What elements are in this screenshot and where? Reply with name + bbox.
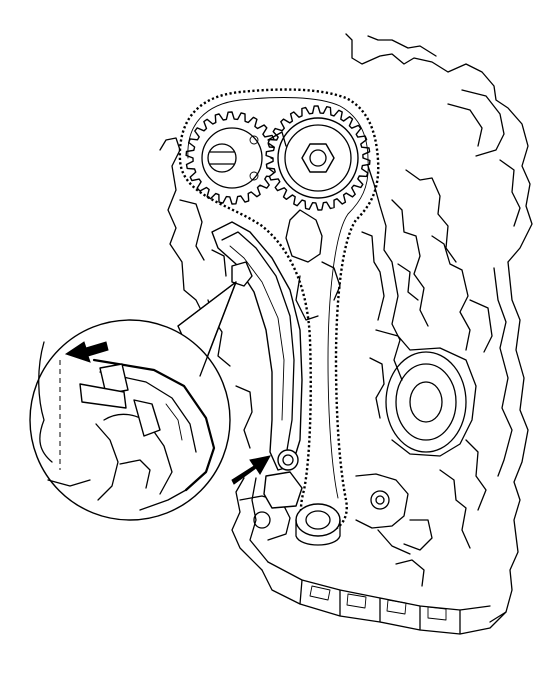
crankshaft-sprocket (295, 503, 341, 546)
direction-arrow-icon (64, 341, 109, 363)
direction-arrow-icon (231, 455, 271, 485)
detail-magnifier (29, 281, 237, 521)
intake-camshaft-timing-gear (265, 105, 371, 211)
timing-chain (178, 88, 380, 534)
tensioner-pivot-bolt (263, 449, 303, 509)
exhaust-camshaft-sprocket (185, 111, 279, 205)
